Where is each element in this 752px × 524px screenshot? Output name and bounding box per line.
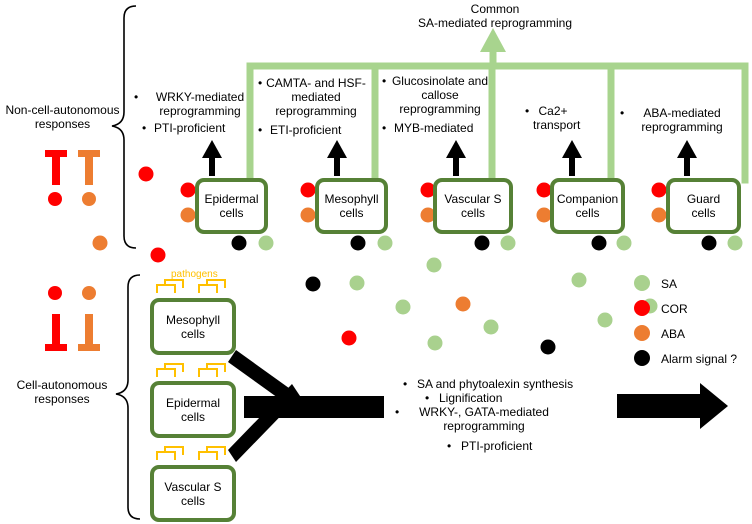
signal-dots	[92, 166, 743, 355]
cor-dot	[651, 182, 667, 198]
common-arrow-head	[480, 28, 506, 52]
alarm-dot	[540, 339, 556, 355]
legend-item: COR	[634, 300, 752, 318]
legend-item: Alarm signal ?	[634, 350, 752, 368]
pathogens-label: pathogens	[171, 269, 218, 280]
sa-dot	[426, 257, 442, 273]
output-arrow	[617, 383, 728, 429]
sa-dot	[597, 312, 613, 328]
up-arrow-mesophyll	[327, 140, 347, 176]
cor-dot	[150, 247, 166, 263]
pathogen-icon	[198, 279, 226, 293]
inhibit-symbol-aba-top	[78, 150, 100, 206]
sa-dot	[571, 272, 587, 288]
legend-label: Alarm signal ?	[661, 352, 738, 366]
up-arrow-guard	[677, 140, 697, 176]
common-label-line2: SA-mediated reprogramming	[417, 16, 573, 30]
legend-swatch	[634, 350, 650, 366]
cell-autonomous-label-line2: responses	[34, 392, 90, 406]
aba-dot	[420, 207, 436, 223]
cor-dot	[341, 330, 357, 346]
convergence-arrow	[228, 350, 384, 462]
sa-dot	[258, 235, 274, 251]
aba-dot	[651, 207, 667, 223]
cor-dot	[300, 182, 316, 198]
aba-dot	[180, 207, 196, 223]
legend-swatch	[634, 300, 650, 316]
pathogen-icon	[198, 446, 226, 460]
cor-dot	[180, 182, 196, 198]
legend-label: ABA	[661, 327, 686, 341]
pathogens	[156, 279, 226, 460]
cor-dot	[536, 182, 552, 198]
pathogen-icon	[156, 446, 184, 460]
common-label-line1: Common	[470, 2, 520, 16]
alarm-dot	[591, 235, 607, 251]
non-cell-autonomous-label-line2: responses	[34, 117, 91, 131]
sa-dot	[500, 235, 516, 251]
inhibit-symbol-cor-top	[45, 150, 67, 206]
legend-label: SA	[661, 277, 678, 291]
cor-dot	[138, 166, 154, 182]
alarm-dot	[305, 276, 321, 292]
pathogen-icon	[156, 279, 184, 293]
aba-dot	[300, 207, 316, 223]
up-arrows	[202, 140, 697, 176]
legend-swatch	[634, 275, 650, 291]
bottom-brace	[115, 274, 141, 520]
sa-dot	[727, 235, 743, 251]
legend-item: SA	[634, 275, 752, 293]
sa-dot	[427, 335, 443, 351]
inhibit-symbol-aba-bottom	[78, 286, 100, 351]
legend-swatch	[634, 325, 650, 341]
alarm-dot	[231, 235, 247, 251]
alarm-dot	[701, 235, 717, 251]
sa-dot	[483, 319, 499, 335]
cell-autonomous-label-line1: Cell-autonomous	[16, 378, 108, 392]
top-brace	[111, 5, 137, 249]
alarm-dot	[350, 235, 366, 251]
common-sa-frame	[246, 48, 749, 184]
sa-dot	[377, 235, 393, 251]
sa-dot	[616, 235, 632, 251]
sa-dot	[349, 275, 365, 291]
pathogen-icon	[156, 363, 184, 377]
aba-dot	[92, 235, 108, 251]
legend-item: ABA	[634, 325, 752, 343]
alarm-dot	[474, 235, 490, 251]
pathogen-icon	[198, 363, 226, 377]
up-arrow-companion	[562, 140, 582, 176]
up-arrow-epidermal	[202, 140, 222, 176]
legend: SA COR ABA Alarm signal ?	[634, 275, 752, 375]
legend-label: COR	[661, 302, 688, 316]
up-arrow-vascular	[446, 140, 466, 176]
sa-dot	[395, 299, 411, 315]
non-cell-autonomous-label-line1: Non-cell-autonomous	[5, 103, 120, 117]
cor-dot	[420, 182, 436, 198]
inhibit-symbol-cor-bottom	[45, 286, 67, 351]
aba-dot	[536, 207, 552, 223]
aba-dot	[455, 296, 471, 312]
